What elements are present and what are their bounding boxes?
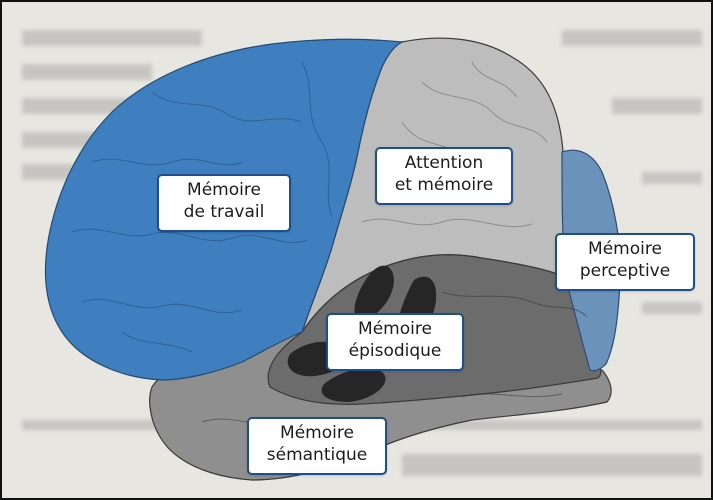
- perceptual-memory-label-line2: perceptive: [565, 260, 685, 282]
- attention-memory-label-line1: Attention: [385, 152, 503, 174]
- semantic-memory-label-line2: sémantique: [257, 444, 377, 466]
- semantic-memory-label: Mémoire sémantique: [247, 417, 387, 475]
- episodic-memory-label: Mémoire épisodique: [326, 313, 464, 371]
- episodic-memory-label-line1: Mémoire: [336, 318, 454, 340]
- perceptual-memory-label-line1: Mémoire: [565, 238, 685, 260]
- attention-memory-label: Attention et mémoire: [375, 147, 513, 205]
- perceptual-memory-label: Mémoire perceptive: [555, 233, 695, 291]
- working-memory-label-line1: Mémoire: [167, 179, 281, 201]
- episodic-memory-label-line2: épisodique: [336, 340, 454, 362]
- working-memory-label-line2: de travail: [167, 201, 281, 223]
- working-memory-label: Mémoire de travail: [157, 174, 291, 232]
- attention-memory-label-line2: et mémoire: [385, 174, 503, 196]
- semantic-memory-label-line1: Mémoire: [257, 422, 377, 444]
